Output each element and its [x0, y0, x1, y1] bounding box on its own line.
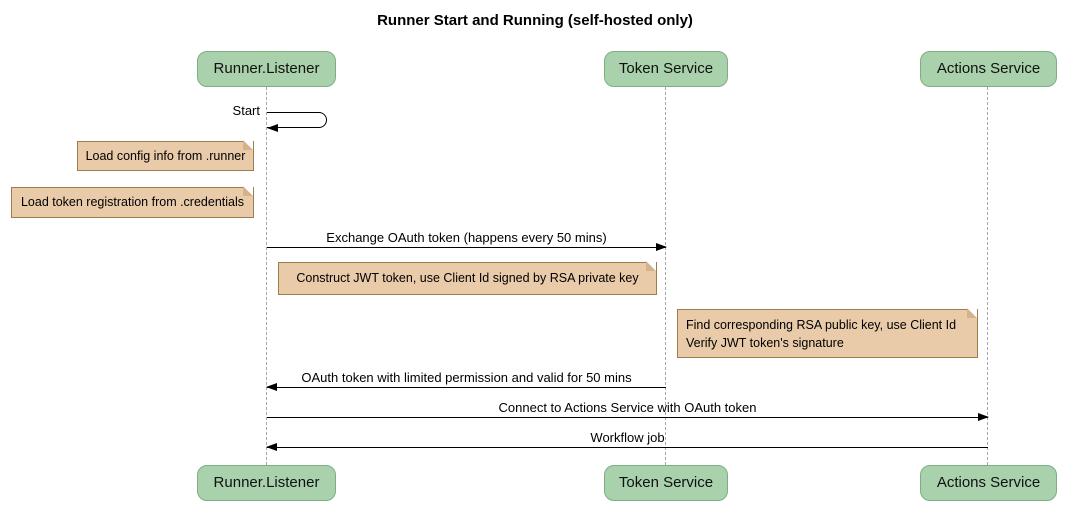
note-fold-icon — [646, 261, 656, 271]
arrowhead-left-icon — [266, 383, 277, 391]
lifeline-runner-listener — [266, 87, 267, 465]
note-fold-icon — [243, 140, 253, 150]
participant-actions-service-top: Actions Service — [920, 51, 1057, 87]
self-message-start-label: Start — [232, 103, 260, 118]
participant-runner-listener-bottom: Runner.Listener — [197, 465, 336, 501]
message-connect-actions: Connect to Actions Service with OAuth to… — [267, 400, 989, 421]
note-load-credentials: Load token registration from .credential… — [11, 187, 254, 218]
message-workflow-job-line — [266, 443, 988, 451]
message-oauth-return: OAuth token with limited permission and … — [266, 370, 666, 391]
message-exchange-oauth-line — [267, 243, 667, 251]
message-oauth-return-label: OAuth token with limited permission and … — [301, 370, 632, 385]
participant-token-service-top: Token Service — [604, 51, 728, 87]
diagram-title: Runner Start and Running (self-hosted on… — [377, 12, 693, 29]
participant-runner-listener-top: Runner.Listener — [197, 51, 336, 87]
participant-token-service-bottom: Token Service — [604, 465, 728, 501]
participant-actions-service-bottom: Actions Service — [920, 465, 1057, 501]
note-load-config: Load config info from .runner — [77, 141, 254, 171]
message-connect-actions-line — [267, 413, 989, 421]
message-workflow-job: Workflow job — [266, 430, 988, 451]
note-verify-jwt: Find corresponding RSA public key, use C… — [677, 309, 978, 358]
note-fold-icon — [967, 308, 977, 318]
self-message-start-arrow — [267, 112, 327, 132]
message-workflow-job-label: Workflow job — [590, 430, 665, 445]
arrowhead-left-icon — [267, 124, 278, 132]
message-exchange-oauth: Exchange OAuth token (happens every 50 m… — [267, 230, 667, 251]
note-construct-jwt: Construct JWT token, use Client Id signe… — [278, 262, 657, 295]
message-exchange-oauth-label: Exchange OAuth token (happens every 50 m… — [326, 230, 607, 245]
note-fold-icon — [243, 186, 253, 196]
arrowhead-left-icon — [266, 443, 277, 451]
lifeline-token-service — [665, 87, 666, 465]
message-connect-actions-label: Connect to Actions Service with OAuth to… — [498, 400, 757, 415]
arrowhead-right-icon — [656, 243, 667, 251]
message-oauth-return-line — [266, 383, 666, 391]
arrowhead-right-icon — [978, 413, 989, 421]
lifeline-actions-service — [987, 87, 988, 465]
